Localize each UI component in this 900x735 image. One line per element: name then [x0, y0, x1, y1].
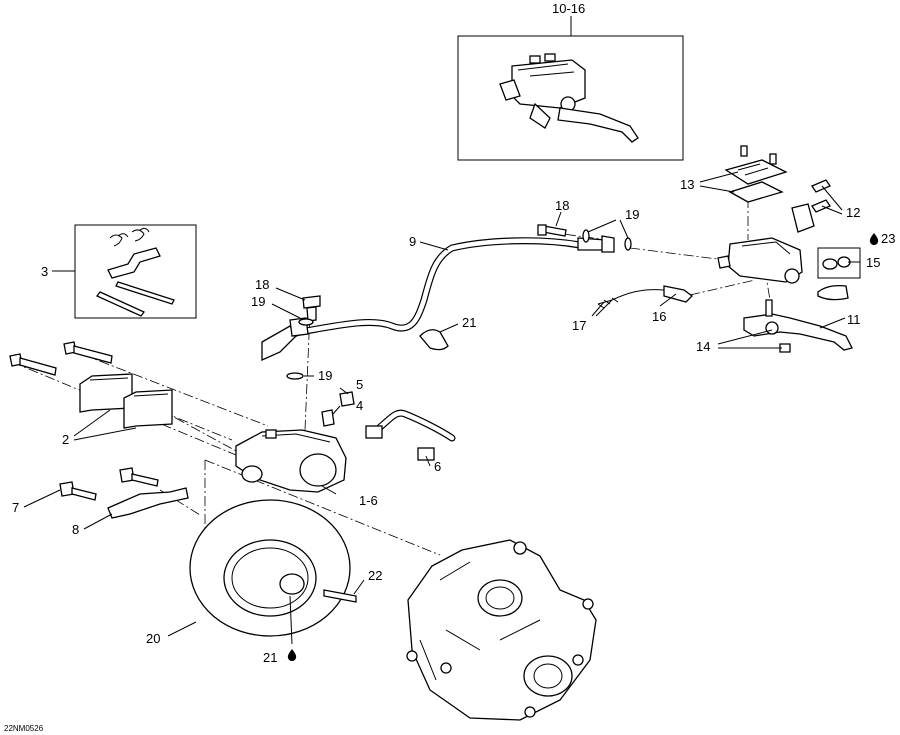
brake-hose	[261, 235, 615, 362]
callout-3: 3	[41, 264, 48, 279]
callout-23: 23	[881, 231, 895, 246]
callout-18: 18	[555, 198, 569, 213]
brake-light-switch	[597, 285, 693, 309]
bleeder-screw	[321, 409, 335, 427]
hose-grommet	[419, 329, 449, 351]
brake-pads	[79, 373, 173, 429]
chaincase-housing	[406, 539, 597, 721]
caliper-bracket	[107, 487, 189, 519]
sealing-washers-lower	[286, 318, 314, 380]
bracket-bolts	[59, 467, 159, 501]
callout-10-16: 10-16	[552, 1, 585, 16]
callout-15: 15	[866, 255, 880, 270]
kit-frame	[74, 224, 197, 319]
caliper-bolts	[9, 341, 113, 376]
callout-11: 11	[847, 312, 861, 327]
reservoir-cover-screws	[740, 145, 777, 165]
callout-labels: 10-16 13 12 23 15 11 14 16 17 18 19 9 3 …	[4, 1, 895, 733]
callout-1-6: 1-6	[359, 493, 378, 508]
pad-spring	[107, 247, 161, 279]
callout-6: 6	[434, 459, 441, 474]
guide-pins	[95, 281, 175, 317]
callout-14: 14	[696, 339, 710, 354]
callout-9: 9	[409, 234, 416, 249]
callout-16: 16	[652, 309, 666, 324]
sealing-washers-upper	[582, 229, 632, 251]
callout-17: 17	[572, 318, 586, 333]
banjo-bolt-lower	[302, 295, 321, 322]
bleeder-cap	[339, 391, 355, 407]
master-cylinder	[717, 145, 861, 301]
callout-5: 5	[356, 377, 363, 392]
callout-4: 4	[356, 398, 363, 413]
callout-13: 13	[680, 177, 694, 192]
drop-icon	[287, 649, 297, 661]
callout-8: 8	[72, 522, 79, 537]
callout-21: 21	[462, 315, 476, 330]
callout-21-lower: 21	[263, 650, 277, 665]
pad-pin-kit-box	[74, 224, 197, 319]
brake-pipe	[365, 409, 456, 461]
brake-lever	[743, 299, 853, 353]
retaining-clips	[109, 227, 150, 247]
banjo-bolt-upper	[537, 224, 567, 237]
drawing-code: 22NM0526	[4, 724, 44, 733]
drop-icon	[869, 233, 879, 245]
master-cylinder-assembly-drawing	[499, 53, 639, 143]
callout-19: 19	[625, 207, 639, 222]
clamp-and-bolts	[791, 179, 831, 233]
lever-boot	[817, 284, 849, 301]
callout-22: 22	[368, 568, 382, 583]
callout-19-left: 19	[251, 294, 265, 309]
brake-disc	[189, 499, 351, 637]
callout-20: 20	[146, 631, 160, 646]
callout-12: 12	[846, 205, 860, 220]
cap-kit	[817, 247, 861, 279]
reservoir-diaphragm	[728, 181, 784, 203]
callout-18-left: 18	[255, 277, 269, 292]
master-cylinder-assembly-inset	[457, 16, 684, 161]
callout-2: 2	[62, 432, 69, 447]
callout-7: 7	[12, 500, 19, 515]
brake-caliper	[235, 429, 347, 493]
callout-19-lower: 19	[318, 368, 332, 383]
woodruff-key	[323, 589, 357, 603]
leader-lines	[23, 171, 860, 645]
